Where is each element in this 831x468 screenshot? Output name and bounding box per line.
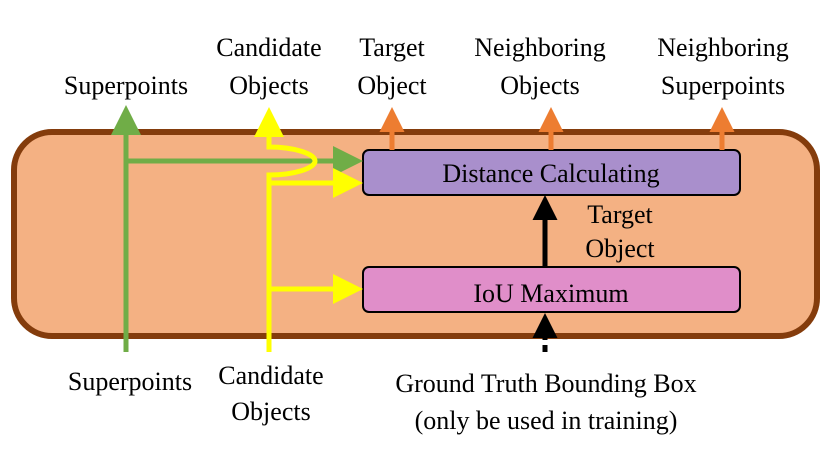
internal-target-object-line2: Object xyxy=(585,234,655,263)
output-neighboring-superpoints-line1: Neighboring xyxy=(657,33,788,62)
input-candidate-objects-line2: Objects xyxy=(231,397,310,426)
output-candidate-objects-line1: Candidate xyxy=(216,33,321,62)
iou-maximum-label: IoU Maximum xyxy=(473,279,628,308)
output-neighboring-objects-line2: Objects xyxy=(500,71,579,100)
candidate-objects-flow-arrow xyxy=(254,107,318,352)
input-ground-truth-line1: Ground Truth Bounding Box xyxy=(395,369,696,398)
output-target-object-line2: Object xyxy=(357,71,427,100)
output-neighboring-objects-line1: Neighboring xyxy=(474,33,605,62)
input-candidate-objects-line1: Candidate xyxy=(218,361,323,390)
input-superpoints-label: Superpoints xyxy=(68,367,192,396)
input-ground-truth-line2: (only be used in training) xyxy=(415,406,678,435)
internal-target-object-line1: Target xyxy=(587,200,653,229)
output-neighboring-superpoints-line2: Superpoints xyxy=(661,71,785,100)
iou-maximum-box xyxy=(362,266,741,313)
distance-calculating-label: Distance Calculating xyxy=(442,159,659,188)
output-candidate-objects-line2: Objects xyxy=(229,71,308,100)
output-superpoints-label: Superpoints xyxy=(64,71,188,100)
output-target-object-line1: Target xyxy=(359,33,425,62)
